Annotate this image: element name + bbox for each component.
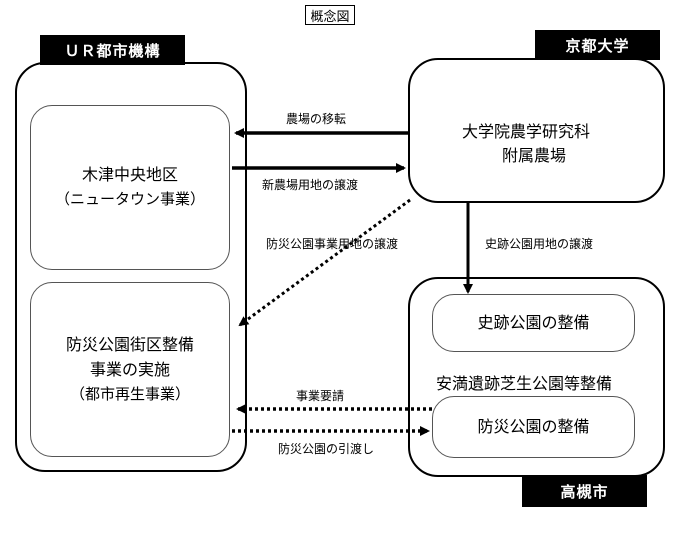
ur-newtown-subtitle: （ニュータウン事業） (54, 190, 205, 209)
disaster-park-transfer-arrow (238, 198, 411, 327)
historic-park-transfer-label: 史跡公園用地の譲渡 (485, 237, 594, 251)
disaster-park-transfer-label: 防災公園事業用地の譲渡 (266, 237, 399, 251)
disaster-park-handover-label: 防災公園の引渡し (278, 442, 375, 456)
kyoto-line2: 附属農場 (502, 146, 567, 165)
ur-disaster-park-line2: 事業の実施 (89, 359, 170, 379)
kyoto-line1: 大学院農学研究科 (462, 122, 591, 141)
disaster-park-box: 防災公園の整備 (432, 396, 635, 458)
ur-tag: ＵＲ都市機構 (40, 35, 185, 65)
new-farm-transfer-label: 新農場用地の譲渡 (262, 178, 359, 192)
disaster-park-label: 防災公園の整備 (477, 416, 590, 436)
diagram-title: 概念図 (305, 5, 355, 25)
historic-park-box: 史跡公園の整備 (432, 294, 635, 352)
ur-disaster-park-line1: 防災公園街区整備 (65, 335, 194, 355)
project-request-label: 事業要請 (296, 389, 345, 403)
ur-newtown-title: 木津中央地区 (81, 165, 178, 185)
takatsuki-middle-label: 安満遺跡芝生公園等整備 (436, 374, 613, 393)
historic-park-label: 史跡公園の整備 (477, 312, 590, 332)
ur-newtown-box: 木津中央地区 （ニュータウン事業） (30, 105, 230, 270)
kyoto-tag: 京都大学 (535, 30, 660, 60)
ur-disaster-park-box: 防災公園街区整備 事業の実施 （都市再生事業） (30, 282, 230, 457)
farm-relocation-label: 農場の移転 (286, 112, 347, 126)
ur-disaster-park-line3: （都市再生事業） (69, 384, 190, 403)
takatsuki-tag: 高槻市 (522, 475, 647, 507)
